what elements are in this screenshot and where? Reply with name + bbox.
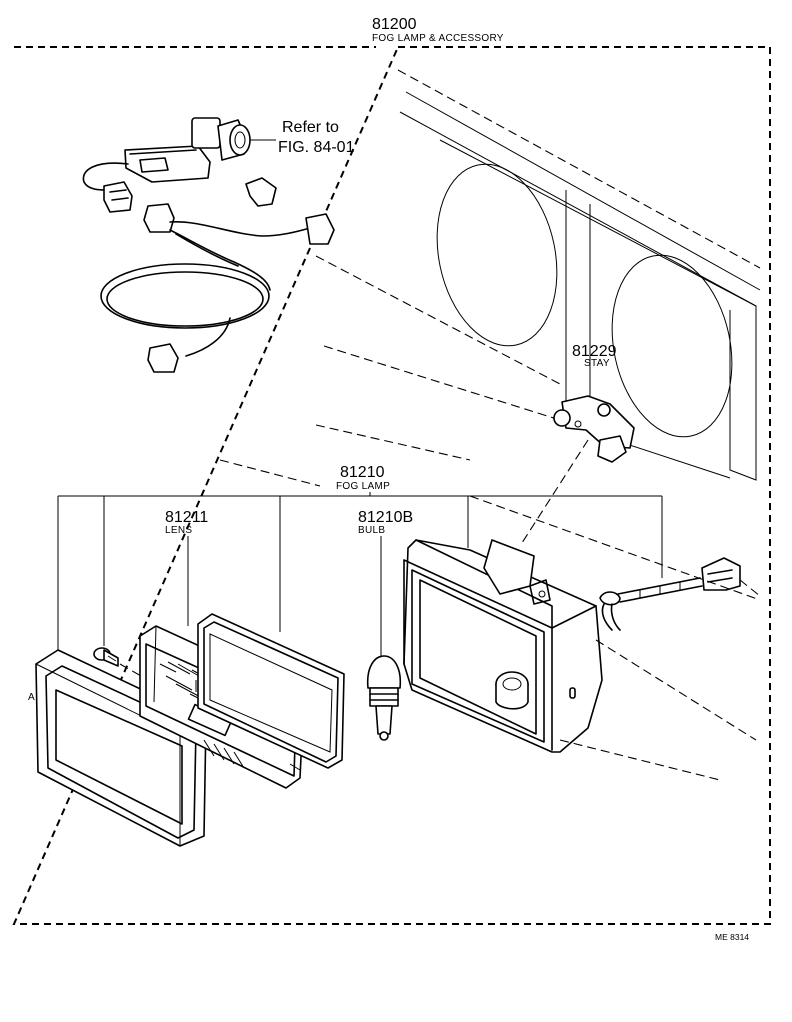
assembly-number: 81200 — [372, 16, 417, 33]
stay-number: 81229 — [572, 343, 617, 360]
fog-lamp-number: 81210 — [340, 464, 385, 481]
adjuster-and-connector — [599, 557, 761, 631]
reference-line-2: FIG. 84-01 — [278, 139, 355, 156]
headlamp-panel — [315, 69, 761, 481]
stay-part — [519, 366, 635, 547]
assembly-frame — [12, 46, 771, 925]
bulb-number: 81210B — [358, 509, 413, 526]
reference-line-1: Refer to — [282, 119, 339, 136]
gasket-part — [197, 613, 345, 769]
fog-lamp-callout-bracket — [57, 492, 663, 656]
bezel-part: A — [28, 649, 207, 847]
wiring-harness — [82, 117, 335, 373]
svg-text:A: A — [28, 692, 35, 703]
lens-name: LENS — [165, 525, 192, 536]
lens-number: 81211 — [165, 509, 208, 526]
bulb-name: BULB — [358, 525, 385, 536]
fog-lamp-housing — [403, 539, 603, 753]
fog-lamp-name: FOG LAMP — [336, 481, 390, 492]
screw-part — [93, 647, 149, 681]
stay-name: STAY — [584, 358, 610, 369]
assembly-name: FOG LAMP & ACCESSORY — [372, 33, 504, 44]
bulb-part — [366, 655, 402, 741]
figure-code: ME 8314 — [715, 932, 749, 942]
